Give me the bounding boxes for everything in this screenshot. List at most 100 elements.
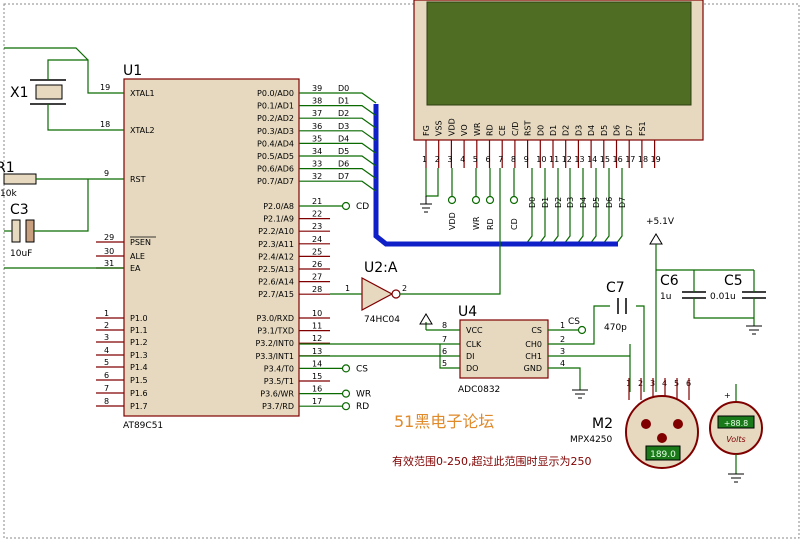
c5-value: 0.01u (710, 292, 736, 302)
lcd-pin-num: 1 (422, 155, 427, 164)
lcd-pin-name: D1 (549, 125, 558, 136)
adc-gnd-symbol (572, 389, 588, 399)
voltmeter[interactable]: + +88.8 Volts (709, 384, 763, 483)
lcd-pin-num: 13 (574, 155, 584, 164)
u1-right-pin-num: 28 (312, 285, 322, 294)
capacitor-c3[interactable]: C3 10uF (4, 179, 89, 259)
lcd-pin-num: 10 (536, 155, 546, 164)
crystal-x1[interactable]: X1 19 18 (10, 59, 124, 131)
u4-left-pin-num: 5 (442, 359, 447, 368)
watermark: 51黑电子论坛 (394, 412, 494, 431)
lcd-term-label: RD (486, 218, 495, 230)
net-terminal[interactable] (341, 364, 351, 373)
lcd-bus-wire (576, 168, 584, 245)
data-bus (373, 104, 618, 247)
lcd-terminal[interactable] (485, 195, 495, 205)
u1-right-pin-num: 25 (312, 247, 322, 256)
lcd-pin-name: VO (460, 124, 469, 136)
capacitor-c7[interactable]: C7 470p (604, 280, 627, 333)
net-terminal[interactable] (341, 389, 351, 398)
u1-net-label: D3 (338, 122, 349, 131)
net-terminal[interactable] (341, 201, 351, 211)
u1-left-pin-name: ALE (130, 252, 145, 261)
lcd-term-label: D2 (554, 197, 563, 208)
lcd-pin-num: 14 (587, 155, 597, 164)
lcd-term-label: D1 (541, 197, 550, 208)
lcd-pin-num: 6 (486, 155, 491, 164)
resistor-r1[interactable]: R1 10k 9 (0, 160, 124, 199)
vm-display (717, 415, 755, 429)
u1-bus-wire (299, 117, 377, 129)
u1-left-pin-name: P1.5 (130, 376, 148, 385)
u4-right-pin-num: 3 (560, 347, 565, 356)
u1-net-label: CD (356, 202, 369, 212)
u1-right-pin-num: 24 (312, 235, 322, 244)
u1-right-pin-name: P2.2/A10 (258, 227, 294, 236)
net-terminal[interactable] (341, 402, 351, 411)
u1-left-pin-num: 29 (104, 233, 114, 242)
lcd-pin-name: RD (486, 124, 495, 136)
lcd-pin-num: 5 (473, 155, 478, 164)
u1-left-pin-name: P1.6 (130, 389, 148, 398)
u1-left-pin-num: 6 (104, 371, 109, 380)
lcd-bus-wire (551, 168, 559, 245)
lcd-pin-name: FS1 (638, 121, 647, 136)
u1-right-pin-name: P2.3/A11 (258, 240, 294, 249)
lcd-terminal[interactable] (447, 195, 457, 205)
u1-left-pin-name: P1.4 (130, 363, 148, 372)
vm-unit: Volts (726, 435, 745, 444)
lcd-term-label: CD (510, 218, 519, 230)
u1-right-pin-name: P0.1/AD1 (257, 102, 294, 111)
u4-part: ADC0832 (458, 385, 500, 395)
lcd-term-label: D7 (618, 197, 627, 208)
capacitor-c5[interactable]: C5 0.01u (710, 270, 766, 335)
c6-ref: C6 (660, 273, 679, 289)
u1-left-pin-num: 1 (104, 309, 109, 318)
u4-left-pin-name: VCC (466, 326, 483, 335)
lcd-terminal[interactable] (509, 195, 519, 205)
inverter-u2a[interactable]: U2:A 74HC04 1 2 (330, 168, 501, 325)
lcd-pin-num: 18 (638, 155, 648, 164)
lcd-bus-wire (563, 168, 571, 245)
lcd-screen (426, 1, 692, 106)
c3-value: 10uF (10, 249, 32, 259)
u1-mcu[interactable]: U1 AT89C51 XTAL1XTAL2RST29PSEN30ALE31EA1… (96, 63, 377, 431)
lcd-terminal[interactable] (471, 195, 481, 205)
u1-right-pin-num: 16 (312, 385, 322, 394)
u1-right-pin-num: 12 (312, 334, 322, 343)
range-note: 有效范围0-250,超过此范围时显示为250 (392, 454, 591, 468)
c3-ref: C3 (10, 202, 29, 218)
lcd-module[interactable]: FG1VSS2VDD3VO4WR5RD6CE7C/D8RST9D010D111D… (413, 0, 704, 245)
wire-do2 (439, 344, 460, 369)
u1-right-pin-name: P3.0/RXD (257, 314, 294, 323)
u1-right-pin-name: P3.5/T1 (264, 377, 294, 386)
lcd-pin-num: 7 (498, 155, 503, 164)
u4-right-pin-num: 4 (560, 359, 565, 368)
x1-pin-a: 19 (100, 83, 110, 92)
u1-right-pin-name: P2.6/A14 (258, 278, 294, 287)
u1-right-pin-num: 36 (312, 122, 322, 131)
u4-ref: U4 (458, 304, 477, 320)
u1-right-pin-num: 23 (312, 222, 322, 231)
u1-right-pin-name: P2.7/A15 (258, 290, 294, 299)
u4-right-pin-num: 2 (560, 335, 565, 344)
lcd-gnd-symbol (420, 196, 432, 213)
lcd-pin-name: VSS (435, 120, 444, 136)
u1-left-pin-num: 30 (104, 247, 114, 256)
u1-right-pin-name: P0.7/AD7 (257, 177, 294, 186)
u4-left-pin-name: CLK (466, 340, 482, 349)
u4-left-pin-name: DO (466, 364, 478, 373)
u1-right-pin-name: P3.4/T0 (264, 364, 294, 373)
lcd-bus-wire (589, 168, 597, 245)
u4-cs-net: CS (568, 317, 580, 327)
u1-bus-wire (299, 155, 377, 167)
capacitor-c6[interactable]: C6 1u (660, 270, 754, 319)
u1-left-pin-name: P1.2 (130, 338, 148, 347)
u1-right-pin-num: 38 (312, 97, 322, 106)
supply-rail: +5.1V (646, 217, 754, 378)
u1-left-pin-name: EA (130, 264, 141, 273)
lcd-pin-name: RST (524, 120, 533, 136)
pressure-sensor-m2[interactable]: 123456 M2 MPX4250 189.0 (570, 378, 699, 469)
u2-pin-in: 1 (345, 284, 350, 293)
